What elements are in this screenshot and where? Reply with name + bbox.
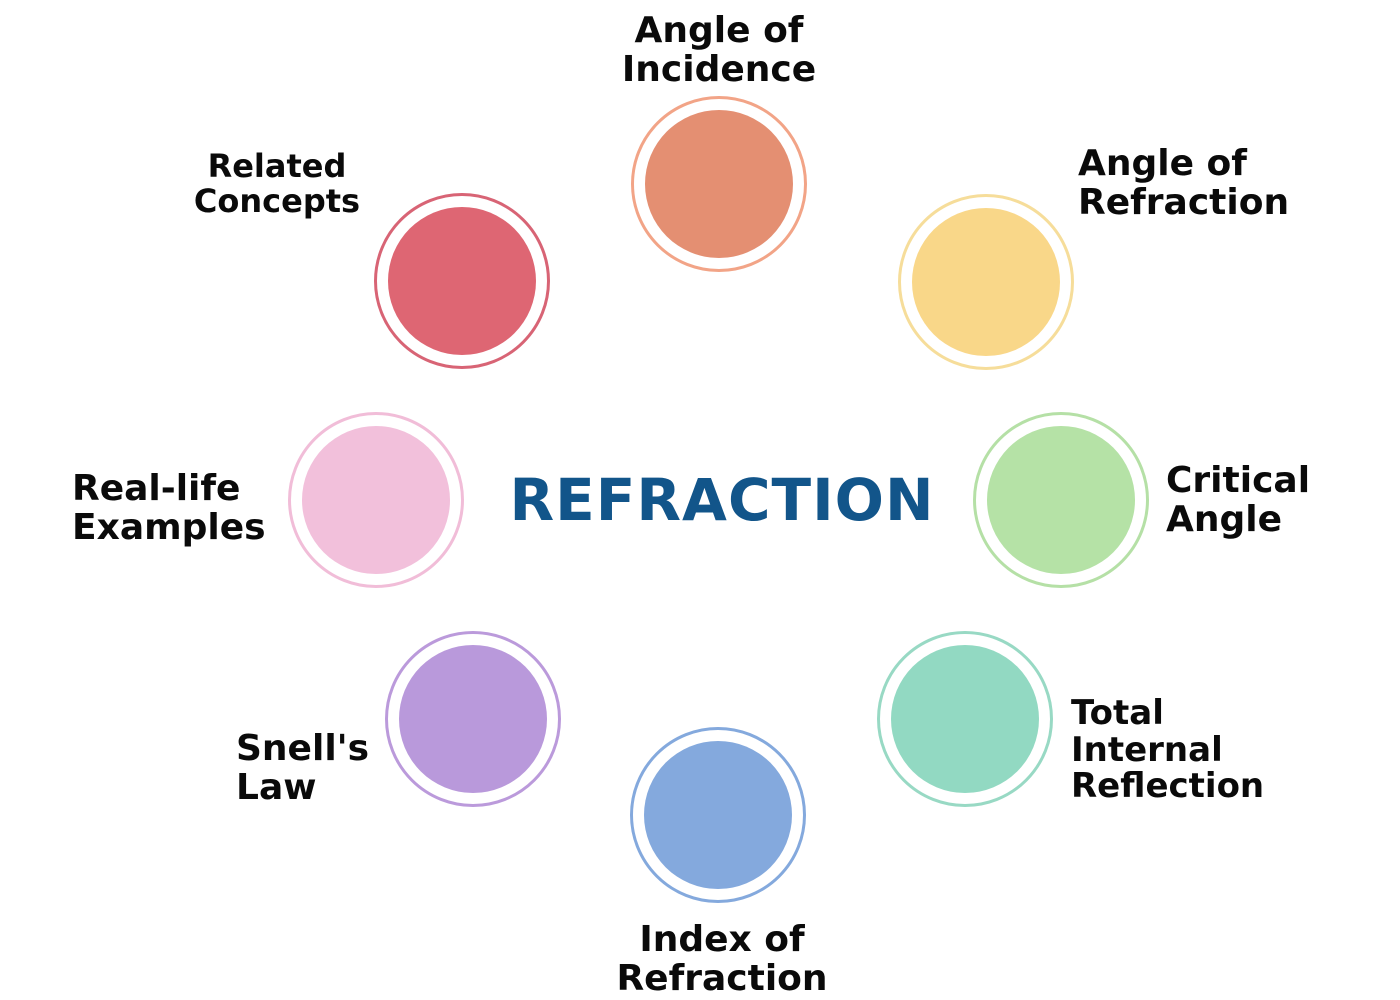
label-snells-law: Snell's Law — [236, 728, 370, 808]
node-index-of-refraction-disc — [644, 741, 792, 889]
label-line: Refraction — [1078, 181, 1290, 223]
label-line: Law — [236, 766, 317, 808]
node-related-concepts-disc — [388, 207, 536, 355]
node-angle-of-refraction — [898, 194, 1074, 370]
label-line: Total — [1071, 693, 1164, 733]
label-line: Angle of — [1078, 143, 1247, 184]
node-angle-of-incidence-disc — [645, 110, 793, 258]
label-angle-of-refraction: Angle of Refraction — [1078, 143, 1290, 223]
label-line: Real-life — [72, 468, 241, 509]
label-line: Internal — [1071, 729, 1223, 770]
node-related-concepts — [374, 193, 550, 369]
node-critical-angle-disc — [987, 426, 1135, 574]
label-line: Index of — [639, 919, 805, 960]
node-snells-law — [385, 631, 561, 807]
label-line: Angle — [1166, 498, 1283, 540]
label-line: Concepts — [193, 181, 361, 220]
node-total-internal-reflection-disc — [891, 645, 1039, 793]
node-angle-of-incidence — [631, 96, 807, 272]
label-line: Examples — [72, 506, 266, 548]
node-angle-of-refraction-disc — [912, 208, 1060, 356]
node-real-life-examples-disc — [302, 426, 450, 574]
label-total-internal-reflection: Total Internal Reflection — [1071, 695, 1264, 805]
label-line: Critical — [1166, 460, 1311, 501]
label-line: Snell's — [236, 728, 370, 769]
node-index-of-refraction — [630, 727, 806, 903]
node-critical-angle — [973, 412, 1149, 588]
label-line: Related — [207, 147, 347, 185]
label-critical-angle: Critical Angle — [1166, 460, 1311, 540]
node-snells-law-disc — [399, 645, 547, 793]
label-related-concepts: Related Concepts — [194, 149, 360, 218]
label-angle-of-incidence: Angle of Incidence — [621, 10, 817, 90]
label-line: Angle of — [634, 10, 804, 51]
node-total-internal-reflection — [877, 631, 1053, 807]
label-real-life-examples: Real-life Examples — [72, 468, 266, 548]
label-line: Incidence — [621, 48, 817, 90]
label-line: Reflection — [1071, 766, 1265, 807]
node-real-life-examples — [288, 412, 464, 588]
label-line: Refraction — [616, 957, 828, 999]
label-index-of-refraction: Index of Refraction — [616, 919, 828, 999]
diagram-center-title: REFRACTION — [509, 466, 935, 534]
